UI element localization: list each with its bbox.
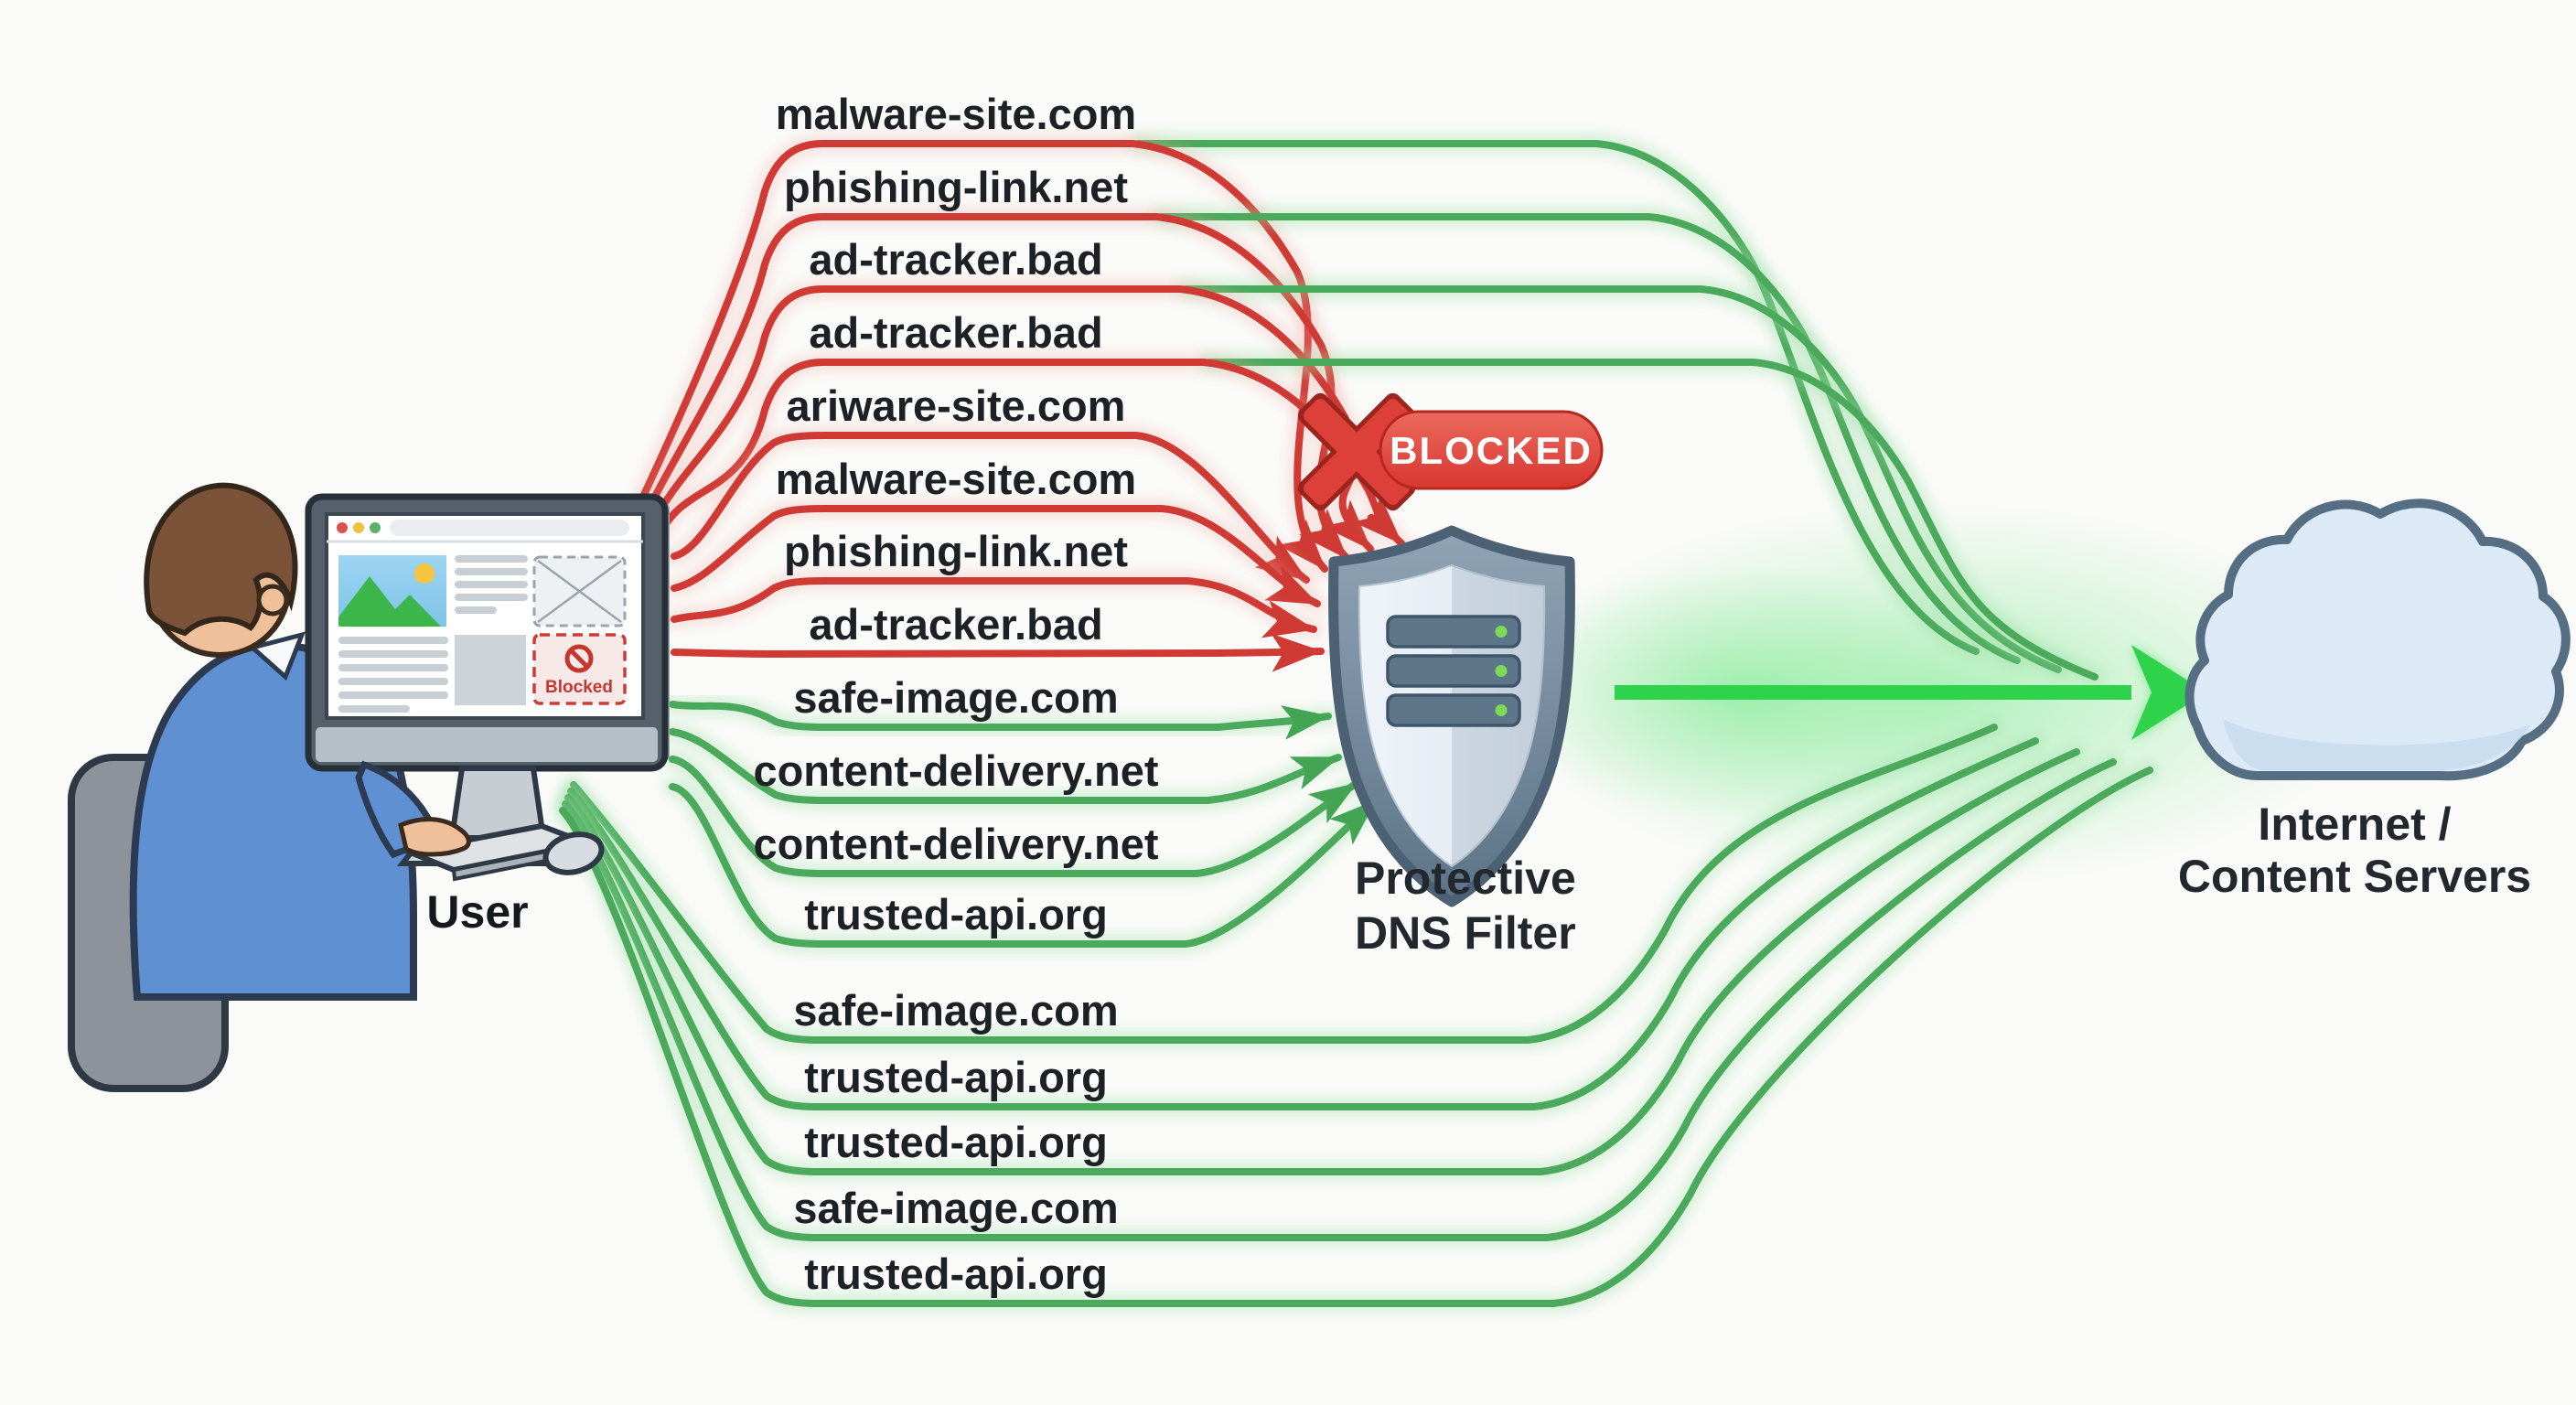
blocked-content-box: Blocked bbox=[532, 633, 627, 705]
request-lines bbox=[553, 133, 2160, 1314]
request-line-allowed bbox=[669, 728, 1342, 804]
request-domain-label: content-delivery.net bbox=[753, 746, 1158, 795]
browser-dot-yellow-icon bbox=[353, 522, 364, 533]
internet-cloud bbox=[2184, 499, 2571, 781]
article-text-lines bbox=[338, 555, 528, 713]
request-domain-label: content-delivery.net bbox=[753, 820, 1158, 868]
cloud-label-line1: Internet / bbox=[2258, 799, 2451, 850]
browser-dot-green-icon bbox=[370, 522, 381, 533]
dns-server-icon bbox=[1386, 615, 1521, 727]
request-line-blocked bbox=[671, 577, 1317, 638]
user-scene: Blocked bbox=[68, 482, 670, 1092]
request-labels: malware-site.com phishing-link.net ad-trac… bbox=[753, 90, 1158, 1298]
url-bar[interactable] bbox=[390, 520, 629, 536]
image-placeholder-block bbox=[455, 635, 526, 705]
filter-label-line2: DNS Filter bbox=[1355, 907, 1576, 959]
request-domain-label: phishing-link.net bbox=[784, 527, 1128, 575]
hero-image bbox=[338, 555, 446, 627]
request-domain-label: trusted-api.org bbox=[804, 1118, 1108, 1166]
person-ear bbox=[256, 584, 289, 617]
cloud-icon bbox=[2184, 499, 2571, 781]
request-domain-label: trusted-api.org bbox=[804, 1053, 1108, 1101]
request-domain-label: ad-tracker.bad bbox=[809, 235, 1102, 284]
blocked-chip-label: Blocked bbox=[545, 678, 613, 697]
request-line-blocked bbox=[671, 432, 1310, 584]
request-domain-label: safe-image.com bbox=[793, 986, 1118, 1035]
request-domain-label: malware-site.com bbox=[776, 90, 1136, 138]
beam-arrowhead-icon bbox=[2131, 645, 2206, 740]
request-domain-label: phishing-link.net bbox=[784, 163, 1128, 211]
request-line-blocked bbox=[671, 633, 1325, 672]
request-line-allowed bbox=[564, 748, 2080, 1175]
request-line-blocked bbox=[671, 505, 1321, 607]
request-domain-label: trusted-api.org bbox=[804, 1249, 1108, 1298]
no-entry-icon bbox=[564, 644, 594, 673]
user-label: User bbox=[426, 886, 528, 938]
request-line-allowed bbox=[669, 783, 1379, 948]
request-domain-label: trusted-api.org bbox=[804, 890, 1108, 938]
blocked-badge: BLOCKED bbox=[1379, 410, 1604, 490]
broken-image-box bbox=[532, 555, 627, 627]
request-domain-label: malware-site.com bbox=[776, 455, 1136, 503]
request-line-allowed bbox=[562, 758, 2117, 1241]
filter-label-line1: Protective bbox=[1355, 853, 1576, 904]
cloud-shading bbox=[2223, 719, 2530, 770]
person-hand bbox=[398, 817, 471, 857]
request-domain-label: ad-tracker.bad bbox=[809, 600, 1102, 649]
cloud-label-line2: Content Servers bbox=[2178, 851, 2531, 902]
request-domain-label: safe-image.com bbox=[793, 1184, 1118, 1232]
dns-filter-shield bbox=[1328, 525, 1575, 907]
mouse[interactable] bbox=[542, 829, 606, 878]
request-line-blocked bbox=[656, 359, 1405, 547]
request-domain-label: ad-tracker.bad bbox=[809, 308, 1102, 357]
request-line-allowed bbox=[559, 767, 2153, 1307]
monitor: Blocked bbox=[305, 493, 670, 866]
person-collar bbox=[247, 631, 306, 681]
allowed-beam bbox=[1610, 642, 2206, 743]
request-line-allowed bbox=[669, 701, 1332, 740]
request-domain-label: safe-image.com bbox=[793, 673, 1118, 722]
blocked-x-icon bbox=[1297, 392, 1416, 511]
browser-dot-red-icon bbox=[337, 522, 348, 533]
blocked-badge-label: BLOCKED bbox=[1390, 429, 1593, 472]
bypass-line bbox=[1206, 359, 2098, 681]
request-domain-label: ariware-site.com bbox=[787, 381, 1126, 430]
request-line-allowed bbox=[570, 724, 1998, 1044]
request-line-allowed bbox=[669, 756, 1359, 877]
request-line-allowed bbox=[567, 737, 2039, 1110]
